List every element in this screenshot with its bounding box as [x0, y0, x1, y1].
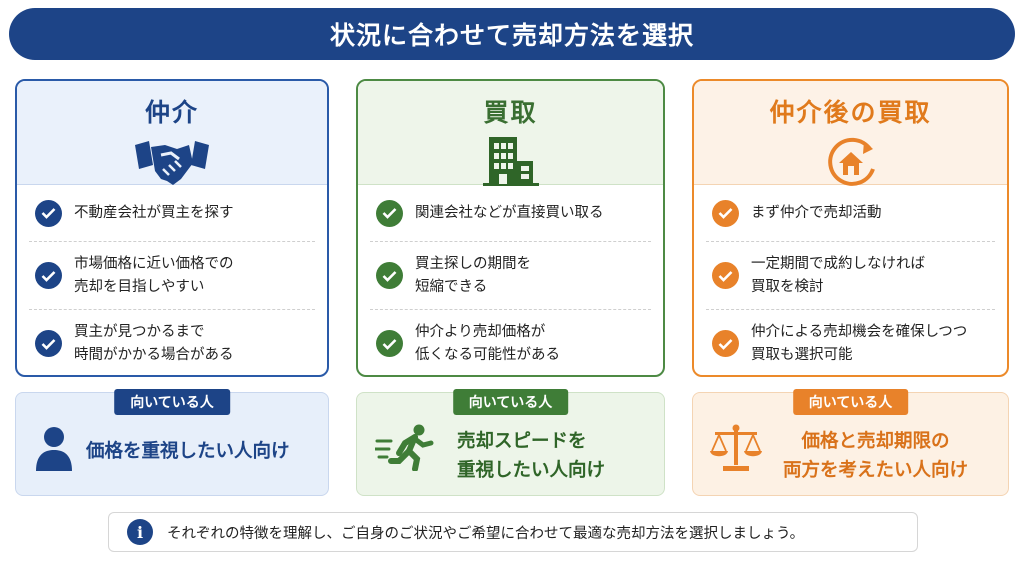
check-icon: [712, 330, 739, 357]
list-item: 買主が見つかるまで 時間がかかる場合がある: [29, 309, 315, 375]
target-text: 価格を重視したい人向け: [86, 441, 290, 462]
list-item: 仲介による売却機会を確保しつつ 買取も選択可能: [706, 309, 995, 375]
card-header: 仲介: [17, 81, 327, 185]
running-person-icon: [373, 423, 437, 475]
check-icon: [712, 199, 739, 227]
target-box-kaitori: 向いている人 売却スピードを 重視したい人向け: [356, 389, 665, 496]
card-title: 仲介後の買取: [769, 98, 932, 127]
target-box-chukai: 向いている人 価格を重視したい人向け: [15, 389, 329, 496]
title-banner: 状況に合わせて売却方法を選択: [9, 8, 1015, 60]
check-icon: [35, 262, 62, 289]
list-item: 買主探しの期間を 短縮できる: [370, 241, 651, 309]
card-title: 仲介: [144, 98, 199, 127]
target-badge: 向いている人: [792, 389, 909, 415]
target-badge: 向いている人: [114, 389, 230, 415]
card-chukai-go-kaitori: 仲介後の買取 まず仲介で売却活動 一定期間で成約しなければ 買取を検討 仲介によ…: [692, 79, 1009, 377]
balance-scale-icon: [709, 423, 763, 477]
info-icon: i: [127, 519, 153, 545]
item-text: 仲介による売却機会を確保しつつ 買取も選択可能: [751, 323, 968, 363]
item-text: 買主が見つかるまで 時間がかかる場合がある: [74, 323, 234, 363]
item-text: まず仲介で売却活動: [751, 204, 882, 221]
list-item: 関連会社などが直接買い取る: [370, 185, 651, 241]
check-icon: [35, 330, 62, 357]
building-icon: [481, 135, 541, 187]
item-text: 不動産会社が買主を探す: [74, 204, 234, 221]
handshake-icon: [131, 135, 213, 191]
card-title: 買取: [483, 98, 538, 127]
check-icon: [35, 199, 62, 227]
list-item: 一定期間で成約しなければ 買取を検討: [706, 241, 995, 309]
check-icon: [376, 330, 403, 357]
target-text: 売却スピードを 重視したい人向け: [457, 431, 606, 481]
list-item: まず仲介で売却活動: [706, 185, 995, 241]
item-text: 市場価格に近い価格での 売却を目指しやすい: [74, 255, 234, 295]
list-item: 不動産会社が買主を探す: [29, 185, 315, 241]
house-cycle-icon: [823, 135, 879, 191]
list-item: 仲介より売却価格が 低くなる可能性がある: [370, 309, 651, 375]
card-kaitori: 買取 関連会社などが直接買い取る 買主探しの期間を 短縮で: [356, 79, 665, 377]
item-text: 仲介より売却価格が 低くなる可能性がある: [415, 323, 560, 363]
item-text: 関連会社などが直接買い取る: [415, 204, 604, 221]
footer-text: それぞれの特徴を理解し、ご自身のご状況やご希望に合わせて最適な売却方法を選択しま…: [167, 525, 805, 542]
footer-note: i それぞれの特徴を理解し、ご自身のご状況やご希望に合わせて最適な売却方法を選択…: [108, 512, 918, 552]
target-badge: 向いている人: [452, 389, 569, 415]
target-text: 価格と売却期限の 両方を考えたい人向け: [783, 431, 969, 481]
card-chukai: 仲介 不動産会社が買主を探す 市場価格に近い価格での 売却を目指しやすい 買主が…: [15, 79, 329, 377]
check-icon: [712, 262, 739, 289]
person-icon: [34, 425, 74, 477]
item-text: 買主探しの期間を 短縮できる: [415, 255, 531, 295]
target-box-chukai-go-kaitori: 向いている人 価格と売却期限の 両方を考えたい人向け: [692, 389, 1009, 496]
list-item: 市場価格に近い価格での 売却を目指しやすい: [29, 241, 315, 309]
card-header: 仲介後の買取: [694, 81, 1007, 186]
item-text: 一定期間で成約しなければ 買取を検討: [751, 255, 925, 295]
card-header: 買取: [358, 81, 663, 187]
page-title: 状況に合わせて売却方法を選択: [329, 21, 694, 50]
check-icon: [376, 199, 403, 227]
check-icon: [376, 262, 403, 289]
